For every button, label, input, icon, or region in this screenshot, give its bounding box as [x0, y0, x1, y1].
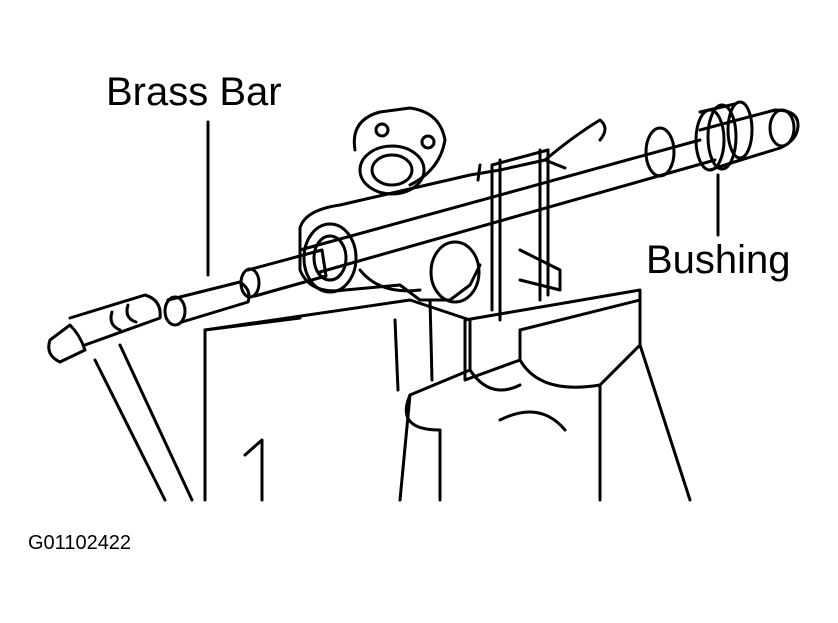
vise-block	[205, 290, 690, 500]
hammer	[49, 295, 192, 500]
shaft	[300, 110, 798, 272]
bushings	[646, 102, 752, 176]
brass-bar	[165, 250, 326, 325]
brass-bar-label: Brass Bar	[106, 70, 282, 114]
bushing-label: Bushing	[646, 238, 791, 282]
housing	[300, 108, 605, 302]
hanger-strap	[492, 150, 560, 320]
figure-id: G01102422	[28, 532, 132, 554]
